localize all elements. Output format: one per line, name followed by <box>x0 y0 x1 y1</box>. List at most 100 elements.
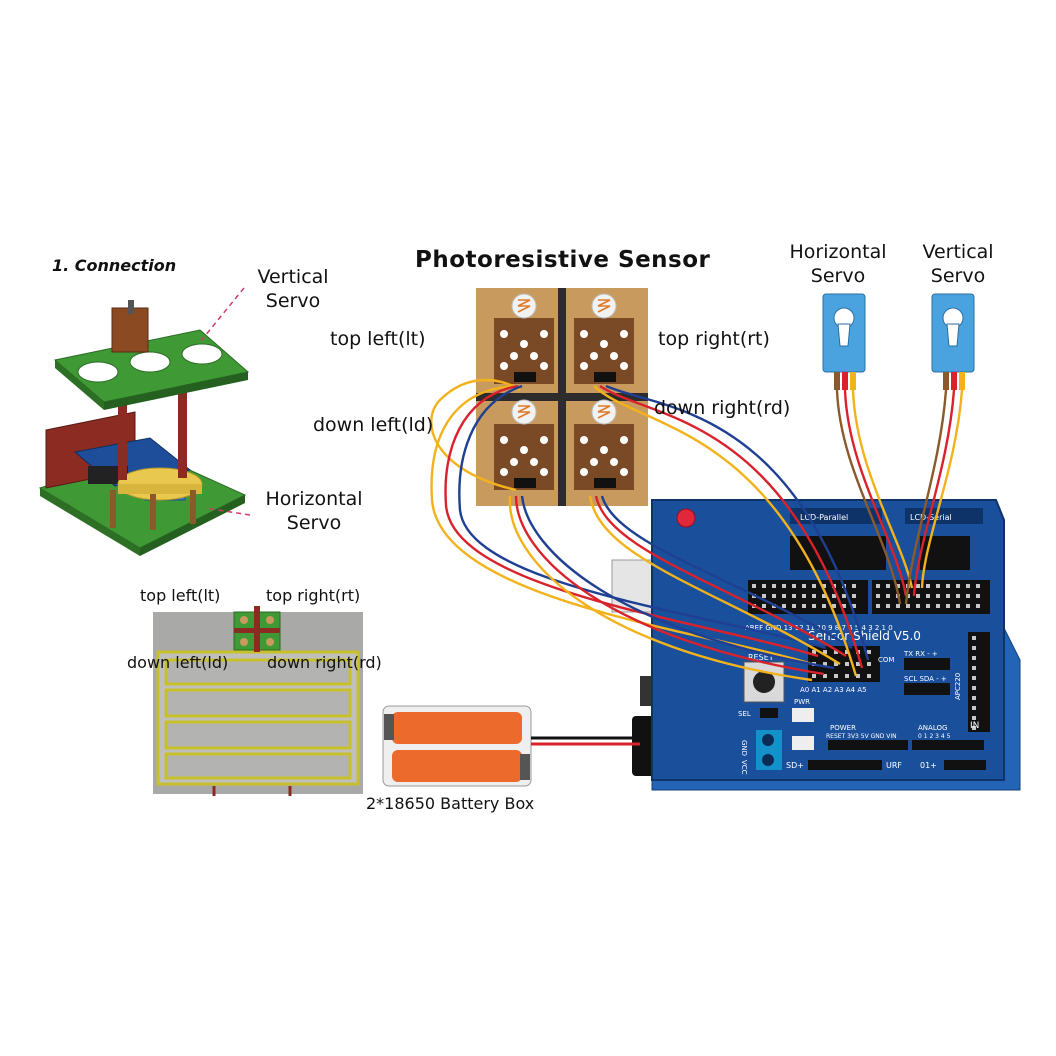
digital-pin <box>762 584 766 588</box>
digital-pin <box>976 604 980 608</box>
sensor-down-left-label: down left(ld) <box>313 414 434 436</box>
digital-pin <box>956 594 960 598</box>
wire-rt-gnd <box>605 384 870 661</box>
sensor-top-right-label: top right(rt) <box>658 328 770 350</box>
analog-pin <box>856 674 860 678</box>
lcd-parallel-text: LCD-Parallel <box>800 513 848 522</box>
photoresistor-trace-icon <box>517 405 531 419</box>
analog-pin <box>834 650 838 654</box>
sensor-pin-header <box>594 478 616 488</box>
digital-pin <box>802 584 806 588</box>
wire-lt-signal <box>430 378 521 492</box>
digital-pin <box>886 584 890 588</box>
apc220-pin <box>972 636 976 640</box>
digital-pin <box>762 604 766 608</box>
power-pins-text: RESET 3V3 5V GND VIN <box>826 733 897 740</box>
analog-nums-text: 0 1 2 3 4 5 <box>918 733 951 740</box>
digital-pin <box>832 604 836 608</box>
digital-pin <box>886 604 890 608</box>
sclsda-text: SCL SDA - + <box>904 675 947 683</box>
pcb-hole <box>520 340 528 348</box>
connection-wires <box>430 378 964 682</box>
digital-pin <box>926 584 930 588</box>
pcb-hole <box>580 468 588 476</box>
digital-pin <box>966 594 970 598</box>
model-horizontal-servo-label: Horizontal Servo <box>248 487 380 535</box>
digital-pin <box>812 594 816 598</box>
wire-rt-signal <box>593 385 858 677</box>
digital-pin <box>916 594 920 598</box>
pcb-hole <box>620 436 628 444</box>
analog-pin <box>867 662 871 666</box>
pcb-hole <box>610 458 618 466</box>
analog-pin <box>823 674 827 678</box>
digital-pin <box>946 584 950 588</box>
analog-pin <box>845 650 849 654</box>
model-horizontal-line1: Horizontal <box>265 488 363 510</box>
wire-lt-gnd <box>458 384 827 650</box>
sensor-module-top-right <box>574 293 634 384</box>
apc220-text: APC220 <box>954 673 962 700</box>
vertical-servo <box>931 293 975 390</box>
digital-pin <box>886 594 890 598</box>
servo-vertical-label: Vertical Servo <box>906 240 1010 288</box>
gnd-text: GND <box>740 740 748 756</box>
apc220-pin <box>972 656 976 660</box>
digital-pin <box>896 584 900 588</box>
pcb-hole <box>590 458 598 466</box>
digital-pin <box>966 584 970 588</box>
analog-pin <box>812 650 816 654</box>
digital-pin <box>782 604 786 608</box>
digital-pin <box>936 584 940 588</box>
tracker-3d-model <box>38 287 251 556</box>
analog-pin <box>845 662 849 666</box>
digital-pin <box>782 584 786 588</box>
pcb-hole <box>510 352 518 360</box>
power-text: POWER <box>830 724 856 732</box>
analog-pin <box>834 662 838 666</box>
wire-ld-signal <box>508 495 813 682</box>
model-vertical-line1: Vertical <box>257 266 329 288</box>
sensor-module-down-right <box>574 399 634 490</box>
apc220-pin <box>972 686 976 690</box>
digital-pin <box>792 594 796 598</box>
reset-text: RESET <box>748 653 774 662</box>
pcb-hole <box>530 352 538 360</box>
photoresistor-trace-icon <box>597 299 611 313</box>
analog-pin <box>823 650 827 654</box>
in-text: IN <box>970 721 979 731</box>
digital-pin <box>976 584 980 588</box>
wire-rd-gnd <box>600 495 853 650</box>
sel-text: SEL <box>738 710 751 718</box>
pcb-hole <box>620 468 628 476</box>
pcb-hole <box>540 362 548 370</box>
digital-pin <box>896 604 900 608</box>
pcb-hole <box>580 362 588 370</box>
digital-pin <box>936 594 940 598</box>
digital-pin <box>822 594 826 598</box>
digital-pin <box>876 594 880 598</box>
pcb-hole <box>600 446 608 454</box>
digital-pin <box>812 604 816 608</box>
photoresistor-trace-icon <box>517 299 531 313</box>
pcb-hole <box>620 330 628 338</box>
pcb-hole <box>500 468 508 476</box>
pcb-hole <box>500 436 508 444</box>
analog-pin <box>867 674 871 678</box>
battery-box <box>382 705 640 787</box>
sensor-pin-header <box>594 372 616 382</box>
servo-horizontal-label: Horizontal Servo <box>776 240 900 288</box>
analog-pin <box>823 662 827 666</box>
digital-pin <box>852 584 856 588</box>
pcb-hole <box>500 362 508 370</box>
digital-pin <box>762 594 766 598</box>
digital-pin <box>956 604 960 608</box>
analog-pin <box>856 662 860 666</box>
pcb-hole <box>620 362 628 370</box>
digital-pin <box>822 604 826 608</box>
pcb-hole <box>520 446 528 454</box>
pcb-hole <box>540 468 548 476</box>
horizontal-servo <box>822 293 866 390</box>
digital-pin <box>842 604 846 608</box>
